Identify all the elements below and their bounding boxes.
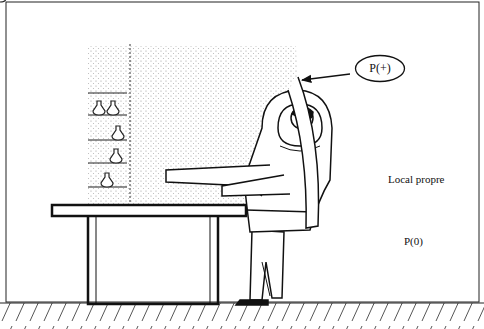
suited-operator <box>166 77 332 305</box>
shelf-flasks <box>0 0 127 187</box>
ground-hatch <box>0 303 484 329</box>
area-label: Local propre <box>388 173 445 185</box>
callout-ellipse: P(+) <box>354 54 406 83</box>
area-label: P(0) <box>404 235 423 247</box>
zone-boundary <box>130 44 131 206</box>
frame <box>6 2 479 302</box>
pressure-label: P(+) <box>354 61 406 76</box>
work-bench <box>52 205 246 304</box>
leader-arrow <box>302 74 350 80</box>
